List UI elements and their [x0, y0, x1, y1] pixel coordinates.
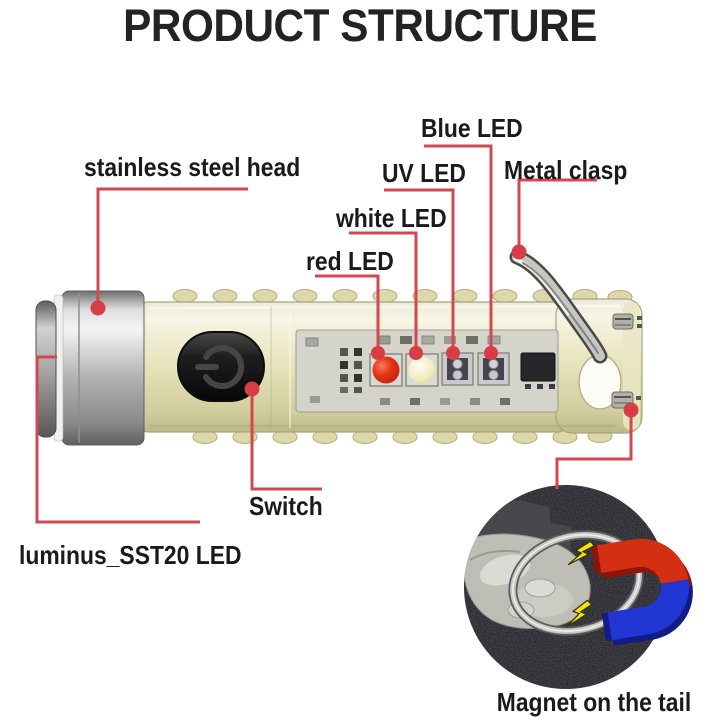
label-luminus-sst20-led: luminus_SST20 LED	[19, 540, 242, 570]
magnet-icon	[591, 538, 693, 646]
ic-chip	[520, 352, 556, 382]
dot-clasp	[511, 244, 527, 260]
leader-white-led	[349, 231, 418, 349]
leader-magnet	[555, 413, 633, 489]
white-led	[405, 353, 439, 387]
leader-blue-led	[424, 144, 493, 349]
label-metal-clasp: Metal clasp	[504, 155, 628, 185]
label-uv-led: UV LED	[382, 158, 466, 188]
leader-switch	[250, 392, 322, 491]
dot-white-led	[409, 346, 423, 360]
dot-blue-led	[484, 346, 498, 360]
power-button	[177, 331, 265, 402]
label-white-led: white LED	[336, 203, 447, 233]
label-blue-led: Blue LED	[421, 113, 523, 143]
flashlight-illustration	[35, 249, 643, 446]
leader-lines	[35, 144, 633, 524]
leader-uv-led	[384, 188, 455, 349]
label-magnet-on-the-tail: Magnet on the tail	[496, 687, 692, 717]
power-icon	[195, 345, 245, 389]
leader-red-led	[315, 274, 380, 349]
leader-clasp	[517, 178, 597, 249]
leader-luminus	[35, 355, 200, 524]
metal-clasp-wire	[509, 249, 608, 364]
callout-dots	[90, 244, 639, 418]
dot-uv-led	[446, 346, 460, 360]
dot-switch	[244, 381, 260, 397]
dot-magnet	[623, 402, 639, 418]
label-switch: Switch	[249, 491, 323, 521]
leader-head	[96, 187, 248, 303]
label-red-led: red LED	[306, 246, 394, 276]
dot-head	[90, 300, 106, 316]
inset-photo	[464, 485, 693, 689]
dot-red-led	[371, 346, 385, 360]
page-title: PRODUCT STRUCTURE	[123, 0, 597, 51]
steel-head	[35, 290, 145, 446]
label-stainless-steel-head: stainless steel head	[84, 152, 301, 182]
tail-fasteners	[611, 313, 642, 409]
